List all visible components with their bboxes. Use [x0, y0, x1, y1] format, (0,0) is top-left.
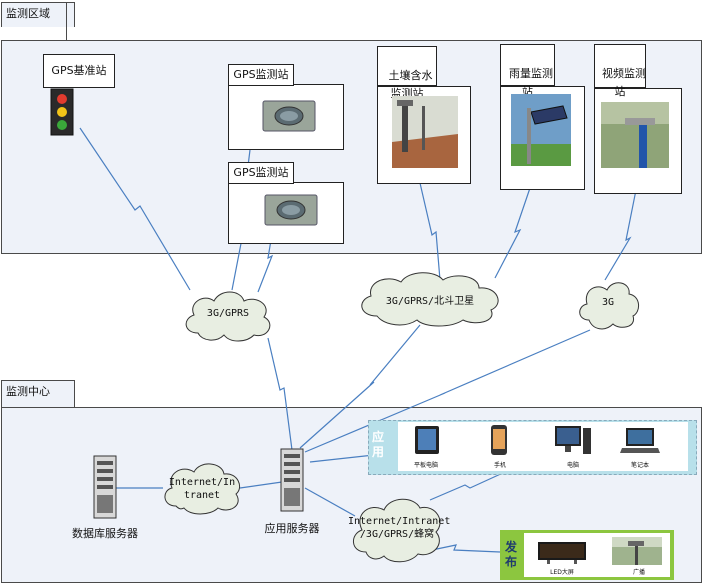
video-camera-photo-icon	[601, 102, 669, 168]
link-pub-apps	[429, 471, 506, 501]
gps-monitor-1-label: GPS监测站	[233, 68, 289, 81]
link-video	[604, 189, 637, 281]
link-mid-cloud	[299, 324, 421, 449]
link-pub	[304, 487, 356, 517]
gps-receiver-icon	[264, 194, 318, 226]
rain-station-label: 雨量监测 站	[509, 67, 553, 98]
network-cloud-lan-label: Internet/In tranet	[168, 477, 236, 501]
network-cloud-publish	[353, 498, 441, 563]
laptop-icon	[620, 428, 660, 453]
gps-receiver-icon	[262, 100, 316, 132]
mobile-phone-label: 手机	[493, 462, 506, 469]
mobile-phone-icon	[491, 425, 507, 455]
link-lan	[239, 481, 283, 489]
network-cloud-left	[185, 291, 271, 342]
led-screen-icon	[538, 542, 586, 564]
monitor-area-tab-edge	[66, 2, 701, 41]
soil-sensor-photo-icon	[392, 96, 458, 168]
gps-base-station: GPS基准站	[43, 54, 115, 88]
laptop-label: 笔记本	[630, 462, 649, 469]
link-left-cloud	[267, 337, 293, 451]
broadcast-label: 广播	[632, 569, 645, 576]
monitor-center-title: 监测中心	[6, 385, 50, 398]
monitor-center-tab: 监测中心	[1, 380, 75, 407]
network-cloud-mid-label: 3G/GPRS/北斗卫星	[385, 296, 475, 307]
network-cloud-mid	[361, 272, 499, 327]
network-cloud-publish-label: Internet/Intranet /3G/GPRS/蜂窝	[348, 516, 451, 540]
desktop-computer-icon	[555, 426, 591, 454]
application-server-label: 应用服务器	[264, 522, 320, 535]
traffic-light-icon	[50, 88, 74, 136]
gps-monitor-2-label: GPS监测站	[233, 166, 289, 179]
link-gps-base	[79, 127, 191, 291]
application-server-icon	[280, 448, 304, 512]
led-screen-label: LED大屏	[550, 569, 574, 576]
applications-label: 应 用	[372, 430, 385, 459]
monitor-area-tab: 监测区域	[1, 2, 75, 27]
link-pub-publish	[431, 544, 501, 553]
rain-gauge-photo-icon	[511, 94, 571, 166]
publish-label: 发 布	[505, 540, 518, 569]
broadcast-photo-icon	[612, 537, 662, 565]
video-station: 视频监测 站	[594, 44, 646, 98]
gps-monitor-2-station: GPS监测站	[228, 162, 294, 184]
tablet-label: 平板电脑	[413, 462, 438, 469]
video-station-label: 视频监测 站	[602, 67, 646, 98]
network-cloud-lan	[164, 463, 240, 515]
network-cloud-left-label: 3G/GPRS	[206, 308, 250, 319]
rain-station: 雨量监测 站	[500, 44, 555, 98]
monitor-area-region	[1, 40, 702, 254]
network-cloud-right-label: 3G	[601, 297, 615, 308]
soil-station: 土壤含水 监测站	[377, 46, 437, 100]
desktop-computer-label: 电脑	[566, 462, 579, 469]
link-rain	[494, 187, 531, 279]
tablet-icon	[415, 426, 439, 454]
link-soil	[419, 182, 441, 281]
network-cloud-right	[579, 282, 639, 330]
gps-monitor-1-station: GPS监测站	[228, 64, 294, 86]
gps-base-label: GPS基准站	[51, 64, 107, 77]
monitor-area-title: 监测区域	[6, 7, 50, 20]
database-server-label: 数据库服务器	[72, 527, 138, 540]
database-server-icon	[93, 455, 117, 519]
